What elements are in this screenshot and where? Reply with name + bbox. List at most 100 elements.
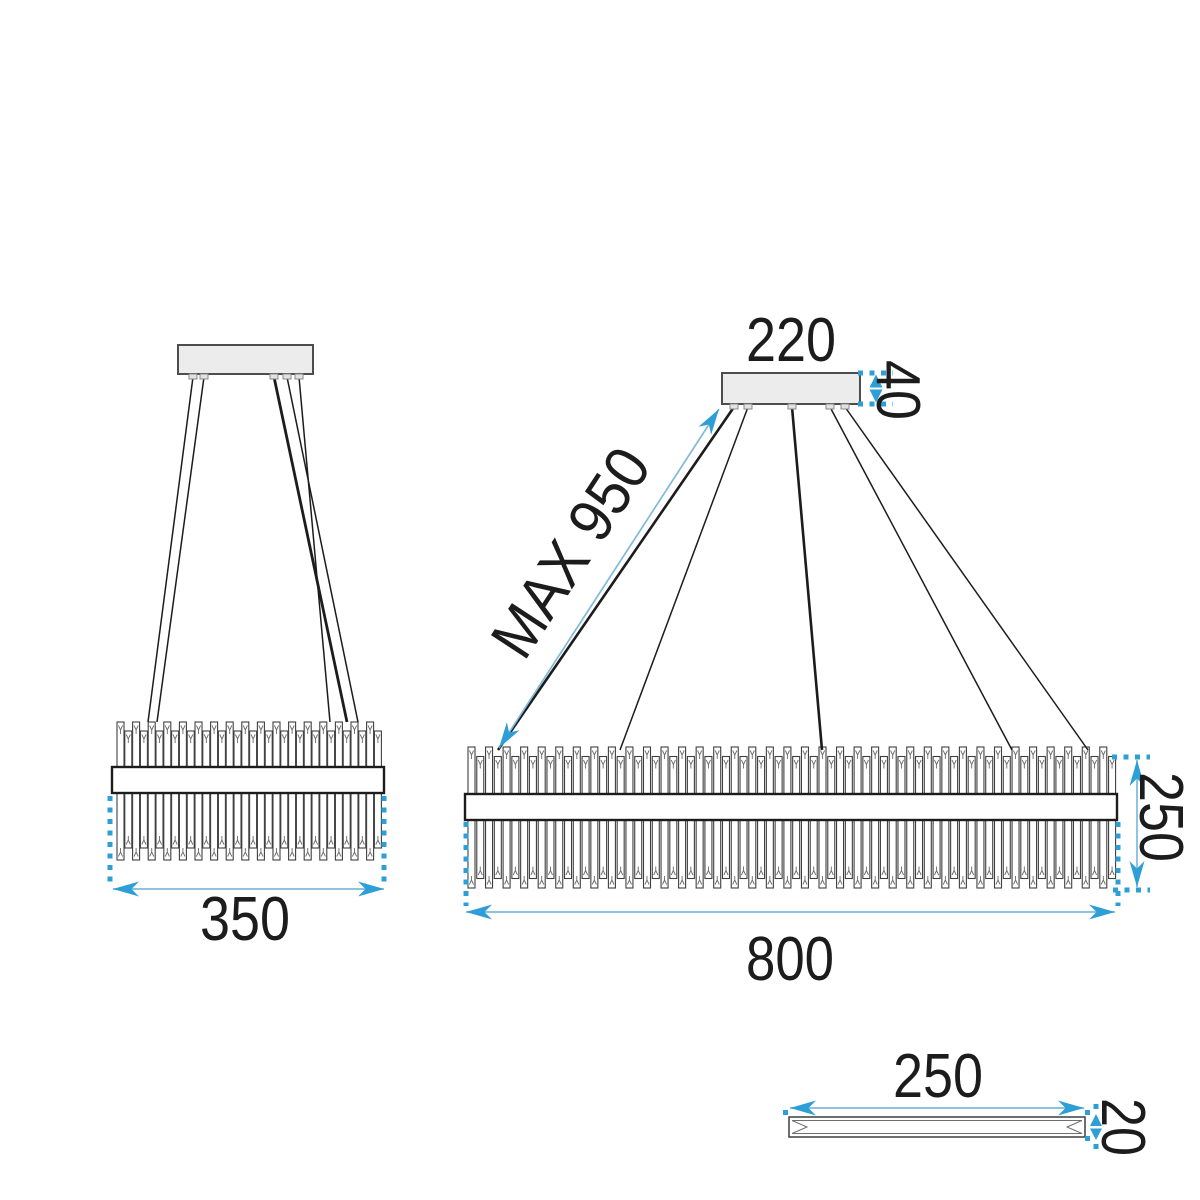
dimension-label-canopy-height: 40 xyxy=(863,360,932,420)
rod-facet-mark xyxy=(258,725,264,857)
dimension-label-body-height: 250 xyxy=(1126,772,1195,862)
rod-facet-mark xyxy=(547,759,553,876)
rod-facet-mark xyxy=(662,750,668,885)
rod-facet-mark xyxy=(635,759,641,876)
rod-facet-mark xyxy=(495,759,501,876)
rod-facet-mark xyxy=(749,750,755,885)
rod-facet-mark xyxy=(1013,750,1019,885)
rod-facet-mark xyxy=(266,734,272,845)
rod-facet-mark xyxy=(925,750,931,885)
rod-facet-mark xyxy=(1109,759,1115,876)
rod-facet-mark xyxy=(1021,759,1027,876)
dimension-label-suspension: MAX 950 xyxy=(478,436,664,670)
rod-facet-mark xyxy=(688,759,694,876)
rod-facet-mark xyxy=(881,759,887,876)
rod-facet-mark xyxy=(539,750,545,885)
rod-facet-mark xyxy=(305,725,311,857)
rod-facet-mark xyxy=(653,759,659,876)
rod-facet-mark xyxy=(565,759,571,876)
rod-facet-mark xyxy=(556,750,562,885)
rod-facet-mark xyxy=(732,750,738,885)
dimension-label-width-small: 350 xyxy=(200,885,290,954)
rod-facet-mark xyxy=(1074,759,1080,876)
rod-facet-mark xyxy=(618,759,624,876)
rod-facet-mark xyxy=(219,734,225,845)
suspension-wires xyxy=(147,376,359,723)
rod-facet-mark xyxy=(890,750,896,885)
rod-facet-mark xyxy=(512,759,518,876)
rod-facet-mark xyxy=(359,734,365,845)
rod-facet-mark xyxy=(626,750,632,885)
rod-facet-mark xyxy=(477,759,483,876)
rod-facet-mark xyxy=(898,759,904,876)
rod-facet-mark xyxy=(1065,750,1071,885)
rod-facet-mark xyxy=(758,759,764,876)
rod-facet-mark xyxy=(872,750,878,885)
chandelier-frame-band xyxy=(463,792,1119,822)
rod-facet-mark xyxy=(863,759,869,876)
rod-facet-mark xyxy=(776,759,782,876)
rod-facet-mark xyxy=(273,725,280,857)
rod-facet-mark xyxy=(679,750,685,885)
rod-facet-mark xyxy=(1030,750,1036,885)
rod-facet-mark xyxy=(312,734,319,845)
rod-facet-mark xyxy=(530,759,536,876)
rod-facet-mark xyxy=(969,759,975,876)
rod-facet-mark xyxy=(521,750,527,885)
crystal-rod-profile xyxy=(788,1116,1086,1138)
rod-facet-mark xyxy=(172,734,178,845)
rod-facet-mark xyxy=(486,750,492,885)
rod-facet-mark xyxy=(697,750,703,885)
ceiling-canopy xyxy=(721,372,861,405)
rod-facet-mark xyxy=(281,734,287,845)
rod-facet-mark xyxy=(986,759,992,876)
rod-facet-mark xyxy=(784,750,790,885)
rod-facet-mark xyxy=(819,750,826,885)
rod-facet-mark xyxy=(802,750,808,885)
rod-facet-mark xyxy=(934,759,940,876)
dimension-20: 20 xyxy=(783,1098,1157,1156)
rod-facet-mark xyxy=(1039,759,1045,876)
dimension-800: 800 xyxy=(463,822,1121,994)
rod-facet-mark xyxy=(670,759,676,876)
rod-facet-lines xyxy=(791,1120,1083,1134)
rod-facet-mark xyxy=(297,734,303,845)
rod-facet-mark xyxy=(195,725,202,857)
dimension-250-profile: 250 xyxy=(790,1042,1084,1116)
rod-facet-mark xyxy=(767,750,773,885)
ceiling-canopy xyxy=(177,344,314,375)
rod-facet-mark xyxy=(203,734,209,845)
rod-facet-mark xyxy=(504,750,510,885)
rod-facet-mark xyxy=(1004,759,1010,876)
dimension-label-body-width: 800 xyxy=(746,925,834,994)
rod-facet-mark xyxy=(741,759,747,876)
rod-facet-mark xyxy=(977,750,983,885)
rod-facet-mark xyxy=(117,725,124,857)
rod-facet-mark xyxy=(468,750,475,885)
rod-facet-mark xyxy=(227,725,233,857)
rod-facet-mark xyxy=(705,759,711,876)
rod-profile-view: 250 20 xyxy=(783,1042,1157,1156)
rod-facet-mark xyxy=(609,750,615,885)
rod-facet-mark xyxy=(180,725,186,857)
rod-facet-mark xyxy=(375,734,381,845)
wire-connectors xyxy=(188,373,304,380)
rod-facet-mark xyxy=(234,734,241,845)
rod-facet-mark xyxy=(907,750,913,885)
rod-facet-mark xyxy=(714,750,720,885)
rod-facet-mark xyxy=(960,750,966,885)
rod-facet-mark xyxy=(289,725,295,857)
rod-facet-mark xyxy=(1092,759,1098,876)
dimension-label-rod-height: 20 xyxy=(1088,1098,1157,1156)
rod-facet-mark xyxy=(188,734,194,845)
rod-facet-mark xyxy=(644,750,650,885)
rod-facet-mark xyxy=(1056,759,1062,876)
rod-facet-mark xyxy=(723,759,729,876)
rod-facet-mark xyxy=(583,759,589,876)
rod-facet-mark xyxy=(242,725,248,857)
dimension-label-rod-length: 250 xyxy=(893,1042,983,1111)
rod-facet-mark xyxy=(125,734,131,845)
rod-facet-mark xyxy=(591,750,597,885)
rod-facet-mark xyxy=(855,750,861,885)
